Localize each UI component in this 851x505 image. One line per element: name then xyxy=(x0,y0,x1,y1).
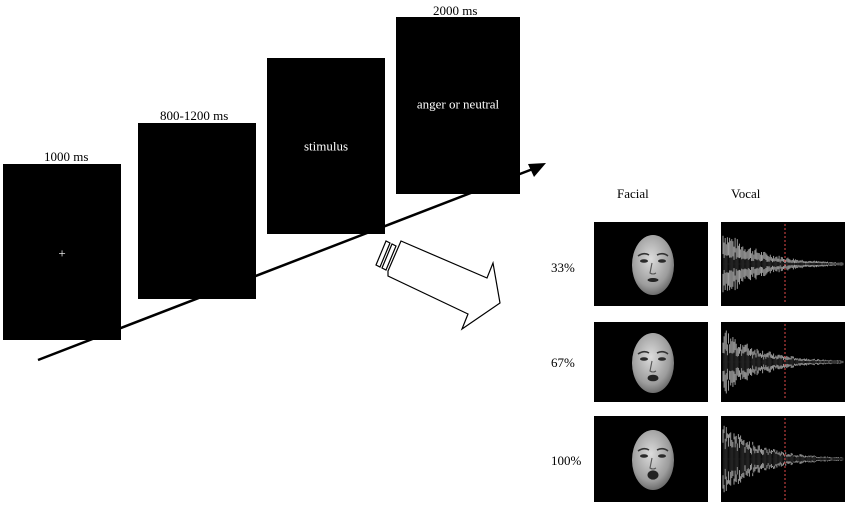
waveform-icon xyxy=(722,235,844,293)
face-image-100 xyxy=(594,416,708,502)
blank-screen xyxy=(138,123,256,299)
intensity-label-67: 67% xyxy=(551,355,575,370)
fixation-screen: + xyxy=(3,164,121,340)
response-screen: anger or neutral xyxy=(396,17,520,194)
response-text: anger or neutral xyxy=(416,96,500,112)
face-icon xyxy=(632,430,674,490)
intensity-label-100: 100% xyxy=(551,453,582,468)
vocal-waveform-67 xyxy=(721,322,845,402)
intensity-label-33: 33% xyxy=(551,260,575,275)
column-header-facial: Facial xyxy=(617,186,649,201)
stimulus-screen: stimulus xyxy=(267,58,385,234)
waveform-icon xyxy=(722,425,844,493)
duration-label-blank: 800-1200 ms xyxy=(160,108,229,123)
duration-label-fixation: 1000 ms xyxy=(44,149,89,164)
vocal-waveform-100 xyxy=(721,416,845,502)
stimulus-text: stimulus xyxy=(303,138,349,154)
timeline-arrow-shaft xyxy=(37,165,539,362)
face-icon xyxy=(632,333,674,393)
duration-label-response: 2000 ms xyxy=(433,3,478,18)
timeline-arrow-head xyxy=(528,163,546,177)
column-header-vocal: Vocal xyxy=(731,186,761,201)
fixation-cross: + xyxy=(58,245,66,261)
waveform-icon xyxy=(722,330,844,394)
transition-arrow-icon xyxy=(375,240,501,331)
vocal-waveform-33 xyxy=(721,222,845,306)
face-image-67 xyxy=(594,322,708,402)
face-image-33 xyxy=(594,222,708,306)
face-icon xyxy=(632,235,674,295)
